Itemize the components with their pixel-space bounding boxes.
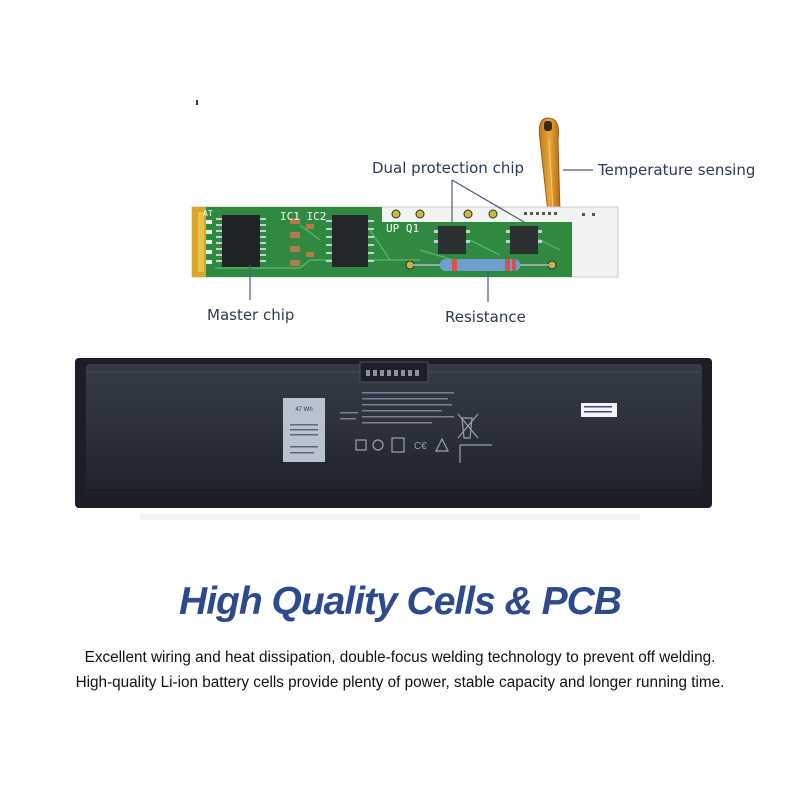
callout-master-chip: Master chip <box>207 306 295 324</box>
silk-vg: VG <box>506 211 519 224</box>
callout-lines <box>249 169 593 302</box>
page-headline: High Quality Cells & PCB <box>179 580 622 623</box>
callout-resistance: Resistance <box>445 308 526 326</box>
ce-mark: C€ <box>414 441 427 452</box>
battery-pack: 47 Wh C€ <box>75 358 712 508</box>
callout-dual-protection-chip: Dual protection chip <box>372 159 525 177</box>
silk-up-q1: UP Q1 <box>386 222 419 235</box>
silk-at: AT <box>203 209 213 218</box>
silk-ic1-ic2: IC1 IC2 <box>280 210 326 223</box>
description-line-2: High-quality Li-ion battery cells provid… <box>75 674 725 691</box>
callout-temperature-sensing: Temperature sensing <box>598 161 756 179</box>
description-line-1: Excellent wiring and heat dissipation, d… <box>84 649 716 666</box>
capacity-label: 47 Wh <box>295 407 312 413</box>
temperature-sensor-cable <box>538 117 561 213</box>
pcb-board: IC1 IC2 UP Q1 VG AT <box>191 206 619 278</box>
